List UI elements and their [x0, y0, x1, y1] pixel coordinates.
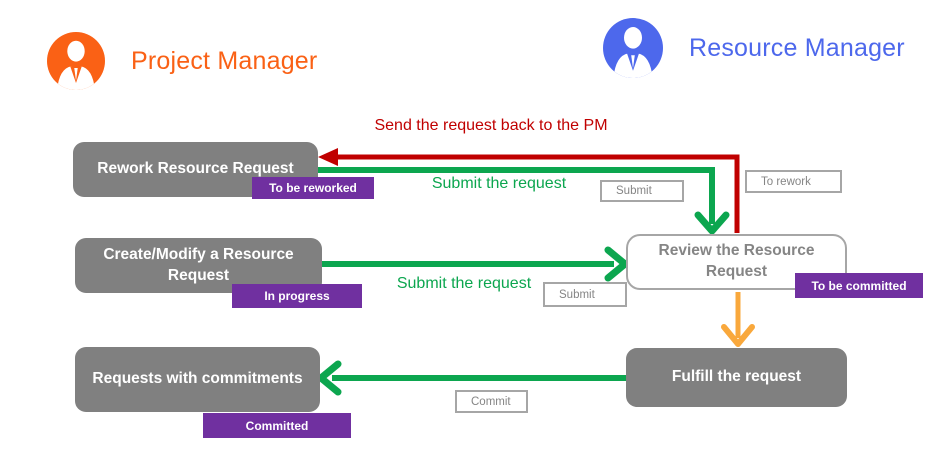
resource-manager-avatar-icon [603, 18, 663, 78]
arrow-commit [317, 360, 626, 396]
project-manager-header: Project Manager [47, 32, 317, 90]
node-requests-with-commitments: Requests with commitments [75, 347, 320, 412]
status-badge-to-be-reworked: To be reworked [252, 177, 374, 199]
edge-label-submit-rework: Submit the request [431, 175, 567, 192]
node-fulfill-request: Fulfill the request [626, 348, 847, 407]
arrow-send-back [318, 148, 740, 233]
node-create-modify-request: Create/Modify a Resource Request [75, 238, 322, 293]
arrow-submit-create [322, 246, 629, 282]
status-badge-in-progress: In progress [232, 284, 362, 308]
status-badge-committed: Committed [203, 413, 351, 438]
arrow-submit-rework [318, 167, 730, 235]
action-box-submit-rework: Submit [600, 180, 684, 202]
project-manager-label: Project Manager [131, 46, 318, 75]
edge-label-submit-create: Submit the request [396, 275, 532, 292]
status-badge-to-be-committed: To be committed [795, 273, 923, 298]
arrow-review-to-fulfill [721, 292, 755, 347]
project-manager-avatar-icon [47, 32, 105, 90]
edge-label-send-back: Send the request back to the PM [374, 117, 608, 134]
action-box-commit: Commit [455, 390, 528, 413]
resource-manager-header: Resource Manager [603, 18, 905, 78]
action-box-to-rework: To rework [745, 170, 842, 193]
resource-manager-label: Resource Manager [689, 33, 905, 62]
action-box-submit-create: Submit [543, 282, 627, 307]
